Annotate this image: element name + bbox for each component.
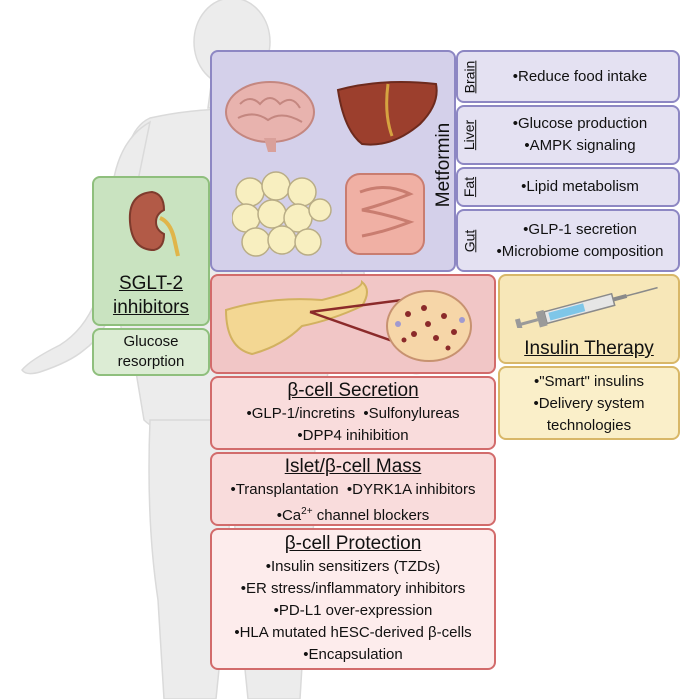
brain-icon — [225, 81, 315, 152]
secretion-item-2: •DPP4 inihibition — [297, 427, 409, 444]
kidney-icon — [128, 190, 180, 257]
gut-effect-2: •Microbiome composition — [496, 242, 664, 260]
mass-title: Islet/β-cell Mass — [284, 456, 422, 477]
syringe-icon — [515, 286, 658, 328]
secretion-title: β-cell Secretion — [287, 380, 419, 401]
sglt2-title: SGLT-2 inhibitors — [112, 273, 190, 318]
metformin-liver-box: Liver •Glucose production •AMPK signalin… — [456, 105, 680, 165]
gut-effect-1: •GLP-1 secretion — [523, 220, 637, 238]
metformin-brain-box: Brain •Reduce food intake — [456, 50, 680, 103]
sglt2-panel: SGLT-2 inhibitors — [92, 176, 210, 326]
liver-label: Liver — [461, 119, 478, 151]
insulin-panel: Insulin Therapy — [498, 274, 680, 364]
fat-label: Fat — [460, 176, 477, 198]
metformin-title: Metformin — [433, 122, 454, 208]
islet-icon — [386, 290, 472, 362]
insulin-item-3: technologies — [546, 417, 632, 434]
protection-title: β-cell Protection — [284, 533, 422, 554]
brain-effect: •Reduce food intake — [512, 67, 648, 85]
secretion-item-1: •GLP-1/incretins •Sulfonylureas — [246, 405, 460, 422]
sglt2-detail-box: Glucose resorption — [92, 328, 210, 376]
fat-cells-icon — [232, 171, 332, 257]
sglt2-detail-line1: Glucose — [123, 333, 179, 350]
mass-item-1: •Transplantation •DYRK1A inhibitors — [230, 481, 476, 498]
protection-item-1: •Insulin sensitizers (TZDs) — [265, 558, 441, 575]
protection-item-4: •HLA mutated hESC-derived β-cells — [234, 624, 472, 641]
liver-effect-1: •Glucose production — [512, 115, 648, 132]
protection-panel: β-cell Protection •Insulin sensitizers (… — [210, 528, 496, 670]
protection-item-2: •ER stress/inflammatory inhibitors — [240, 580, 466, 597]
pancreas-panel — [210, 274, 496, 374]
secretion-panel: β-cell Secretion •GLP-1/incretins •Sulfo… — [210, 376, 496, 450]
fat-effect: •Lipid metabolism — [521, 178, 639, 195]
liver-effect-2: •AMPK signaling — [524, 137, 636, 154]
liver-icon — [336, 81, 438, 146]
metformin-gut-box: Gut •GLP-1 secretion •Microbiome composi… — [456, 209, 680, 272]
mass-panel: Islet/β-cell Mass •Transplantation •DYRK… — [210, 452, 496, 526]
metformin-fat-box: Fat •Lipid metabolism — [456, 167, 680, 207]
insulin-item-2: •Delivery system — [533, 395, 645, 412]
sglt2-detail-line2: resorption — [117, 353, 185, 370]
metformin-panel — [210, 50, 456, 272]
insulin-title: Insulin Therapy — [524, 338, 654, 359]
insulin-detail-box: •"Smart" insulins •Delivery system techn… — [498, 366, 680, 440]
protection-item-3: •PD-L1 over-expression — [273, 602, 433, 619]
brain-label: Brain — [461, 60, 477, 93]
gut-label: Gut — [461, 229, 478, 252]
mass-item-2: •Ca2+ channel blockers — [276, 506, 430, 524]
intestine-icon — [345, 173, 425, 255]
protection-item-5: •Encapsulation — [303, 646, 403, 663]
insulin-item-1: •"Smart" insulins — [533, 373, 645, 390]
